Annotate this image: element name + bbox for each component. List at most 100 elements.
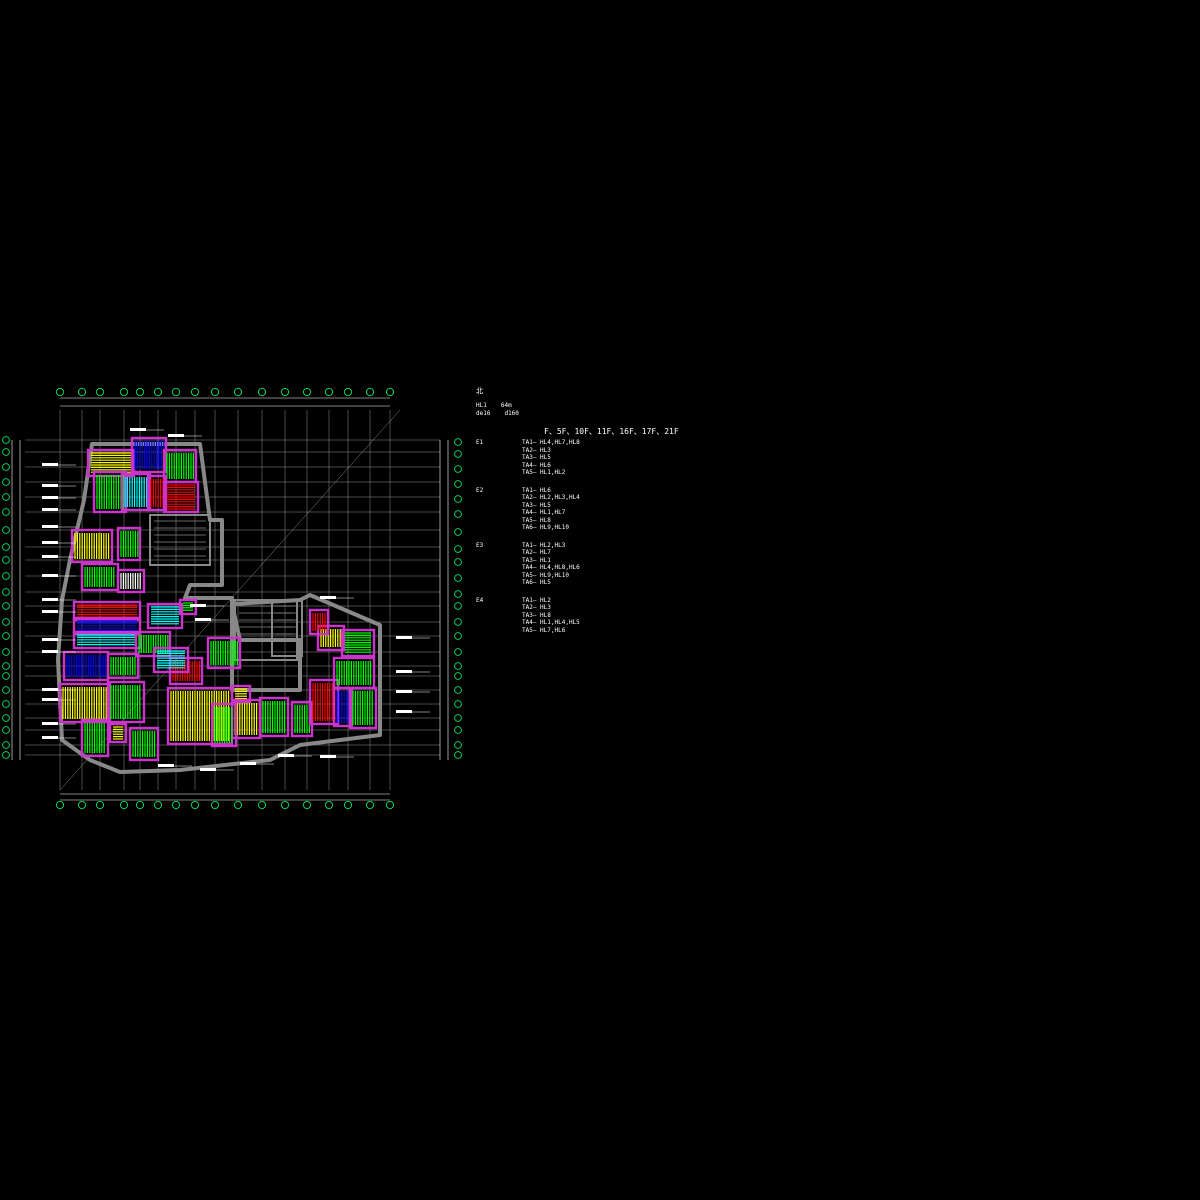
axis-bubble [96,387,105,396]
zone-outline [146,602,184,630]
coil-loop [170,691,230,741]
coil-loop [110,685,141,719]
zone-outline [206,636,242,670]
coil-loop [345,632,371,653]
coil-loop [77,620,137,632]
hl-label: HL1 [476,401,487,409]
zone-outline [162,480,200,514]
coil-loop [96,475,125,509]
axis-bubble [210,387,219,396]
coil-loop [77,604,137,618]
core-block [149,514,211,566]
coil-loop [336,661,372,685]
axis-bubble [365,801,374,810]
axis-bubble [2,572,10,580]
zone-outline [106,680,146,724]
zone-outline [340,628,376,658]
axis-bubble [454,574,462,582]
floors-line: F、5F、10F、11F、16F、17F、21F [544,426,679,436]
axis-bubble [454,510,462,518]
coil-loop [312,683,336,721]
legend-row: TA5— HL9,HL10 [522,571,569,579]
axis-bubble [257,387,266,396]
loop-tag [278,754,294,757]
axis-bubble [454,545,462,553]
legend-row: TA4— HL4,HL8,HL6 [522,564,580,571]
axis-bubble [454,700,462,708]
axis-bubble [2,632,10,640]
coil-loop [150,479,164,507]
legend-row: TA6— HL9,HL10 [522,524,569,531]
axis-bubble [2,543,10,551]
zone-outline [72,616,142,636]
zone-outline [116,526,142,562]
zone-outline [290,700,314,738]
loop-tag [42,638,58,641]
axis-bubble [280,387,289,396]
axis-bubble [233,801,242,810]
legend-panel: 北 HL1 64m de16 d160 F、5F、10F、11F、16F、17F… [476,387,679,634]
legend-row: TA2— HL3 [522,604,551,611]
loop-tags [42,428,430,771]
axis-bubble [190,801,199,810]
axis-bubble [454,632,462,640]
legend-row: TA5— HL1,HL2 [522,469,566,476]
zone-outline [72,600,142,622]
legend-row: TA4— HL1,HL7 [522,509,566,516]
loop-tag [42,525,58,528]
loop-tag [42,555,58,558]
loop-tag [240,762,256,765]
axis-bubble [454,558,462,566]
loop-tag [195,618,211,621]
axis-bubble [56,387,65,396]
axis-grid [25,409,440,791]
axis-bubble [2,726,10,734]
axis-bubble [454,662,462,670]
coil-loop [84,723,105,753]
axis-bubble [454,726,462,734]
loop-tag [396,710,412,713]
coil-loop [74,533,110,559]
coil-loop [294,705,310,733]
coil-loop [234,703,258,735]
axis-bubble [2,448,10,456]
zone-outline [230,684,252,704]
axis-bubble [2,556,10,564]
loop-tag [42,722,58,725]
loop-tag [396,690,412,693]
loop-tag [168,434,184,437]
coil-loop [77,634,137,646]
legend-row: TA2— HL3 [522,446,551,454]
axis-bubble [135,801,144,810]
axis-bubble [257,801,266,810]
axis-bubble [171,801,180,810]
loop-tag [42,463,58,466]
hl-length: 64m [500,401,512,409]
coil-loop [320,629,341,647]
coil-loop [262,701,286,733]
axis-bubble [96,801,105,810]
loop-tag [42,736,58,739]
axis-bubble [454,648,462,656]
coil-loop [120,573,141,589]
axis-bubble [454,528,462,536]
legend-group-title: E1 [476,439,484,446]
axis-bubble [153,801,162,810]
loop-tag [42,688,58,691]
hl-spec-b: d160 [504,410,519,417]
north-label: 北 [476,387,483,395]
axis-bubble [454,480,462,488]
zone-outline [210,702,238,748]
axis-bubble [171,387,180,396]
zone-outline [116,568,146,594]
loop-tag [42,496,58,499]
axis-bubble [302,387,311,396]
axis-bubble [2,700,10,708]
coil-loop [113,726,123,740]
axis-bubble [280,801,289,810]
axis-bubble [454,741,462,749]
legend-row: TA5— HL8 [522,516,551,524]
